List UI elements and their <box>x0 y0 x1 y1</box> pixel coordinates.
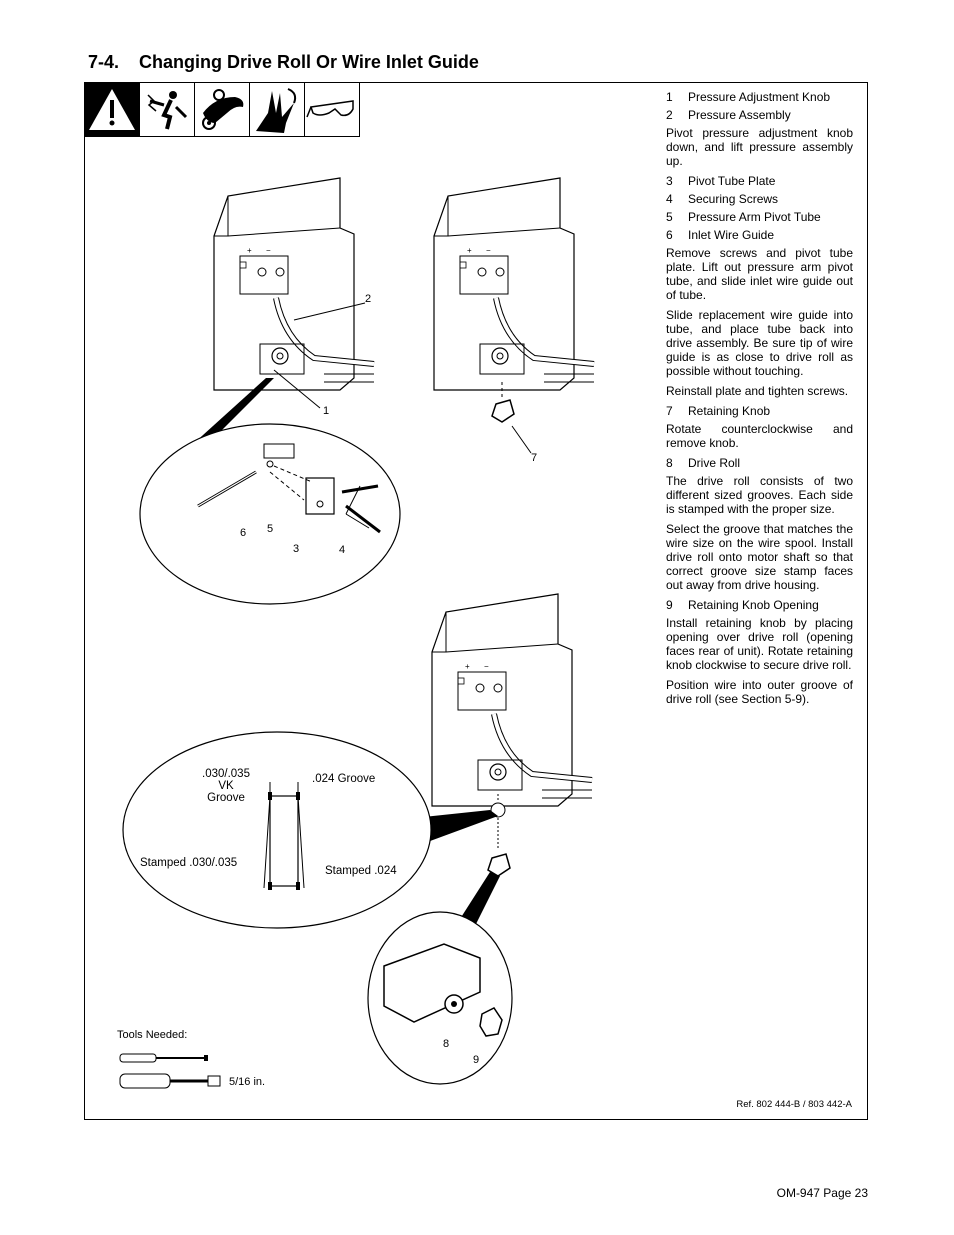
stamped-left-label: Stamped .030/.035 <box>140 857 238 869</box>
callout-3: 3 <box>293 543 300 555</box>
warning-triangle-icon <box>84 82 140 137</box>
item-label: Pressure Assembly <box>688 108 791 122</box>
retaining-knob-2 <box>487 853 511 877</box>
callout-6: 6 <box>240 527 247 539</box>
item-number: 5 <box>666 210 673 224</box>
pivot-tube-plate <box>305 477 335 515</box>
item-label: Pivot Tube Plate <box>688 174 776 188</box>
instruction-item: 3 Pivot Tube Plate <box>666 174 853 188</box>
securing-screw-2 <box>345 504 381 534</box>
callout-4: 4 <box>339 544 346 556</box>
item-label: Retaining Knob <box>688 404 771 418</box>
instruction-item: 7 Retaining Knob <box>666 404 853 418</box>
item-number: 4 <box>666 192 673 206</box>
item-label: Retaining Knob Opening <box>688 598 819 612</box>
unit-illustration-1: + − <box>214 178 374 390</box>
instruction-paragraph: Install retaining knob by placing openin… <box>666 616 853 672</box>
instruction-item: 1 Pressure Adjustment Knob <box>666 90 853 104</box>
minus-mark: − <box>266 246 271 255</box>
item-label: Pressure Arm Pivot Tube <box>688 210 821 224</box>
item-label: Drive Roll <box>688 456 741 470</box>
item-label: Inlet Wire Guide <box>688 228 775 242</box>
instruction-paragraph: Reinstall plate and tighten screws. <box>666 384 849 398</box>
safety-icon-strip <box>84 82 360 137</box>
wrench-size-label: 5/16 in. <box>229 1076 266 1088</box>
callout-2: 2 <box>365 293 372 305</box>
moving-parts-icon <box>194 82 250 137</box>
screwdriver-icon <box>119 1053 208 1063</box>
callout-1: 1 <box>323 405 330 417</box>
hand-injury-icon <box>249 82 305 137</box>
item-label: Securing Screws <box>688 192 779 206</box>
instruction-paragraph: Rotate counterclockwise and remove knob. <box>666 422 853 450</box>
content-frame <box>84 82 868 1120</box>
safety-glasses-icon <box>304 82 360 137</box>
instruction-item: 6 Inlet Wire Guide <box>666 228 853 242</box>
pivot-tube <box>263 443 295 459</box>
item-number: 3 <box>666 174 673 188</box>
nut-driver-icon <box>119 1073 221 1089</box>
callout-7: 7 <box>531 452 538 464</box>
plus-mark: + <box>247 246 252 255</box>
securing-screw-1 <box>341 484 379 494</box>
instruction-paragraph: Pivot pressure adjustment knob down, and… <box>666 126 853 168</box>
instruction-item: 8 Drive Roll <box>666 456 853 470</box>
section-number: 7-4. <box>88 52 120 72</box>
unit-illustration-2: + − <box>434 178 594 390</box>
instruction-paragraph: Position wire into outer groove of drive… <box>666 678 853 706</box>
callout-9: 9 <box>473 1054 480 1066</box>
groove-right-label: .024 Groove <box>312 773 376 785</box>
callout-5: 5 <box>267 523 274 535</box>
plus-mark: + <box>467 246 472 255</box>
item-number: 6 <box>666 228 673 242</box>
instruction-item: 4 Securing Screws <box>666 192 853 206</box>
callout-8: 8 <box>443 1038 450 1050</box>
stamped-right-label: Stamped .024 <box>325 865 397 877</box>
instruction-item: 9 Retaining Knob Opening <box>666 598 853 612</box>
tools-needed-label: Tools Needed: <box>117 1029 188 1041</box>
instruction-item: 2 Pressure Assembly <box>666 108 853 122</box>
reference-number: Ref. 802 444-B / 803 442-A <box>736 1099 852 1110</box>
instruction-paragraph: Slide replacement wire guide into tube, … <box>666 308 853 378</box>
item-label: Pressure Adjustment Knob <box>688 90 831 104</box>
unit-illustration-3: + − <box>432 594 592 806</box>
page-footer: OM-947 Page 23 <box>776 1186 868 1200</box>
section-heading: Changing Drive Roll Or Wire Inlet Guide <box>139 52 479 72</box>
item-number: 9 <box>666 598 673 612</box>
item-number: 8 <box>666 456 673 470</box>
minus-mark: − <box>484 662 489 671</box>
detail-ellipse-inlet-guide <box>139 423 401 605</box>
instruction-paragraph: The drive roll consists of two different… <box>666 474 853 516</box>
item-number: 7 <box>666 404 673 418</box>
item-number: 2 <box>666 108 673 122</box>
section-title: 7-4. Changing Drive Roll Or Wire Inlet G… <box>88 52 479 73</box>
instruction-item: 5 Pressure Arm Pivot Tube <box>666 210 853 224</box>
drive-roll-profile <box>269 795 299 887</box>
electric-shock-icon <box>139 82 195 137</box>
instruction-paragraph: Select the groove that matches the wire … <box>666 522 853 592</box>
minus-mark: − <box>486 246 491 255</box>
retaining-knob <box>491 399 515 423</box>
plus-mark: + <box>465 662 470 671</box>
illustration-area: + − + − + − <box>119 82 644 1089</box>
instructions-column: 1 Pressure Adjustment Knob 2 Pressure Assem… <box>666 90 853 712</box>
item-number: 1 <box>666 90 673 104</box>
instruction-paragraph: Remove screws and pivot tube plate. Lift… <box>666 246 853 302</box>
groove-left-label: .030/.035 VK Groove <box>202 768 250 804</box>
